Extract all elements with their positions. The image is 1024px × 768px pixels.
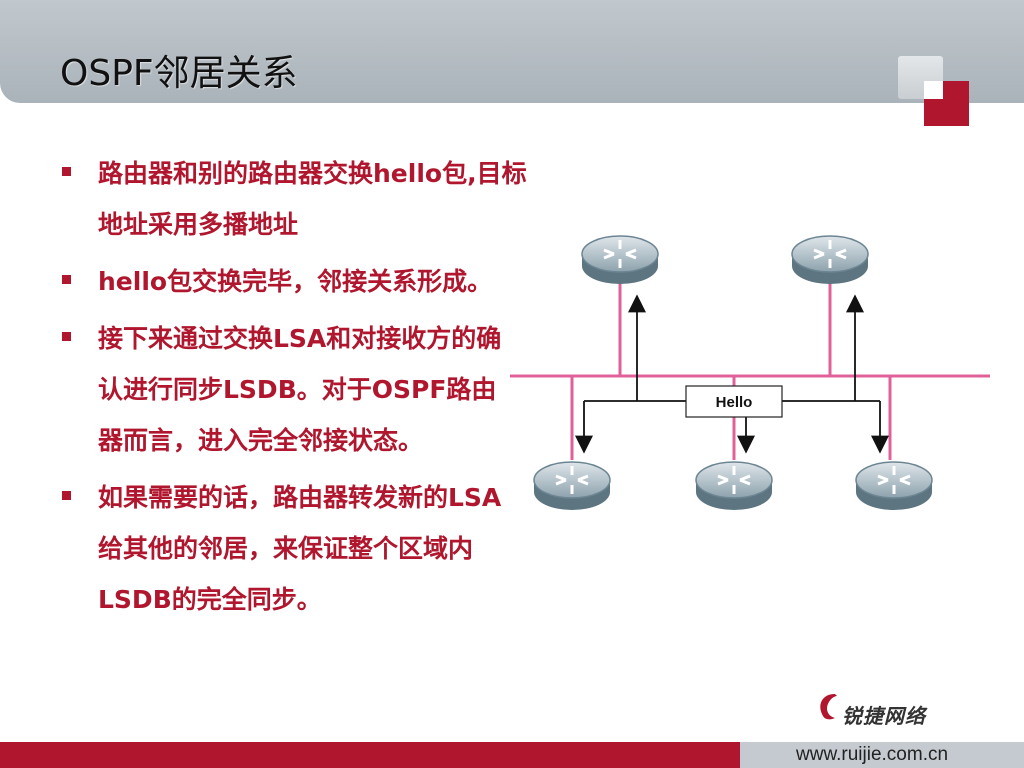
bullet-item: 接下来通过交换LSA和对接收方的确认进行同步LSDB。对于OSPF路由器而言，进…: [58, 313, 528, 466]
bullet-text: 接下来通过交换LSA和对接收方的确认进行同步LSDB。对于OSPF路由器而言，进…: [98, 324, 502, 455]
hello-packet-label: Hello: [716, 394, 753, 411]
footer-bar-red: [0, 742, 740, 768]
footer-bar-gray: [740, 742, 1024, 768]
bullet-item: 路由器和别的路由器交换hello包,目标地址采用多播地址: [58, 148, 538, 250]
bullet-text: hello包交换完毕，邻接关系形成。: [98, 267, 493, 296]
bullet-item: hello包交换完毕，邻接关系形成。: [58, 256, 538, 307]
bullet-item: 如果需要的话，路由器转发新的LSA给其他的邻居，来保证整个区域内LSDB的完全同…: [58, 472, 538, 625]
bullet-list: 路由器和别的路由器交换hello包,目标地址采用多播地址 hello包交换完毕，…: [58, 148, 538, 631]
bullet-marker-icon: [62, 332, 71, 341]
ruijie-logo-icon: [820, 694, 837, 720]
bullet-text: 路由器和别的路由器交换hello包,目标地址采用多播地址: [98, 159, 527, 239]
bullet-marker-icon: [62, 275, 71, 284]
slide-title: OSPF邻居关系: [60, 53, 298, 94]
router-icon: [695, 461, 773, 510]
logo-square-cutout: [924, 81, 943, 99]
router-icon: [855, 461, 933, 510]
footer-url: www.ruijie.com.cn: [796, 744, 949, 765]
bullet-marker-icon: [62, 491, 71, 500]
title-band: [0, 0, 1024, 103]
bullet-text: 如果需要的话，路由器转发新的LSA给其他的邻居，来保证整个区域内LSDB的完全同…: [98, 483, 502, 614]
router-icon: [533, 461, 611, 510]
hello-packet-box: [685, 385, 783, 418]
ospf-neighbor-diagram: Hello: [510, 235, 990, 510]
router-icon: [791, 235, 869, 284]
router-icon: [581, 235, 659, 284]
bullet-marker-icon: [62, 167, 71, 176]
ruijie-logo-text: 锐捷网络: [842, 704, 926, 728]
